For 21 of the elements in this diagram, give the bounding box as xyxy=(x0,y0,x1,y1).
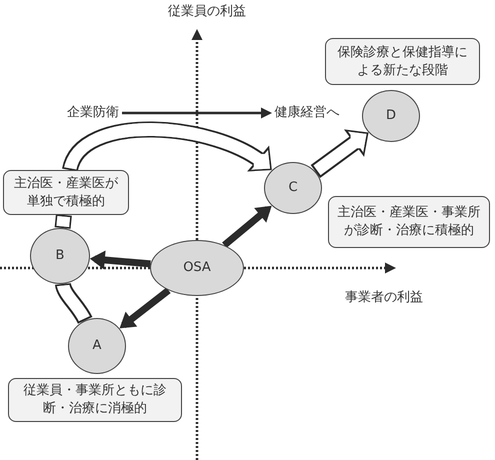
text-label: 企業防衛 xyxy=(64,103,122,123)
hollow-arrow xyxy=(310,129,369,178)
arrow xyxy=(122,108,272,118)
callout-box: 従業員・事業所ともに診断・治療に消極的 xyxy=(8,378,182,422)
ellipse-node: D xyxy=(362,90,420,142)
axis-label: 事業者の利益 xyxy=(345,290,423,307)
arrow xyxy=(222,206,272,248)
axis-label: 従業員の利益 xyxy=(168,4,246,21)
callout-box: 主治医・産業医・事業所が診断・治療に積極的 xyxy=(328,196,490,248)
hollow-band xyxy=(54,214,72,229)
ellipse-node: B xyxy=(30,228,90,284)
ellipse-node: C xyxy=(264,162,322,214)
text-label: 健康経営へ xyxy=(272,103,342,123)
arrow xyxy=(120,288,171,328)
hollow-band xyxy=(55,282,92,324)
hollow-arrow xyxy=(62,122,272,174)
arrow xyxy=(90,250,151,270)
ellipse-node: A xyxy=(68,318,126,374)
callout-box: 主治医・産業医が単独で積極的 xyxy=(3,170,129,215)
callout-box: 保険診療と保健指導による新たな段階 xyxy=(325,38,480,85)
ellipse-node: OSA xyxy=(150,240,244,296)
